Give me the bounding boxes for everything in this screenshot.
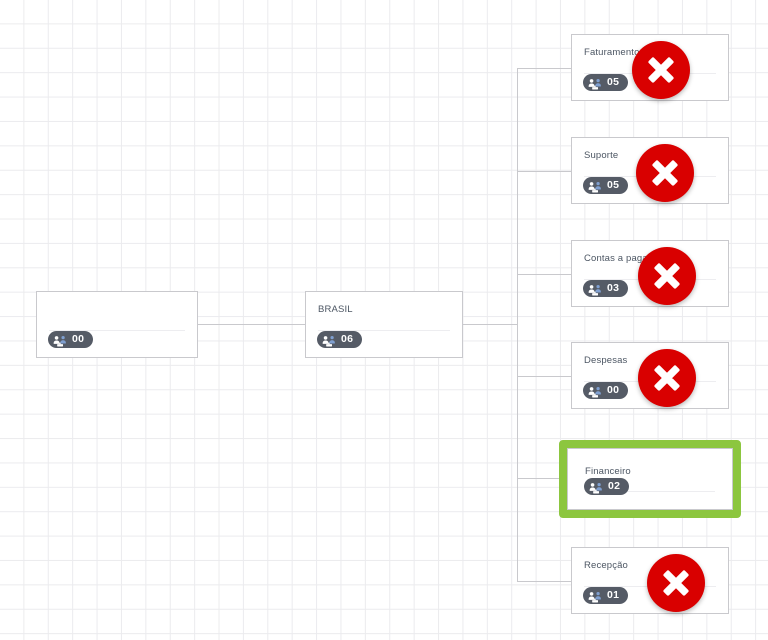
node-separator [585, 491, 715, 492]
org-node-recepcao-label: Recepção [584, 560, 628, 571]
member-count-badge[interactable]: 05 [583, 74, 629, 91]
member-count-badge[interactable]: 00 [583, 382, 629, 399]
member-count-badge[interactable]: 03 [583, 280, 629, 297]
member-count-value: 00 [607, 384, 620, 397]
member-count-badge[interactable]: 02 [584, 478, 630, 495]
member-count-value: 01 [607, 589, 620, 602]
connector-branch-suporte [517, 171, 572, 172]
org-node-brasil-label: BRASIL [318, 304, 353, 315]
org-node-root[interactable]: 00 [36, 291, 198, 358]
red-x-circle-icon [647, 358, 687, 398]
member-count-value: 05 [607, 179, 620, 192]
member-count-value: 05 [607, 76, 620, 89]
delete-node-button-faturamento[interactable] [632, 41, 690, 99]
node-separator [318, 330, 450, 331]
member-count-badge[interactable]: 01 [583, 587, 629, 604]
connector-branch-contas-a-pagar [517, 274, 572, 275]
people-icon [589, 481, 603, 493]
people-icon [588, 385, 602, 397]
member-count-value: 02 [608, 480, 621, 493]
people-icon [588, 180, 602, 192]
delete-node-button-recepcao[interactable] [647, 554, 705, 612]
people-icon [588, 77, 602, 89]
red-x-circle-icon [641, 50, 681, 90]
member-count-value: 00 [72, 333, 85, 346]
member-count-badge[interactable]: 00 [48, 331, 94, 348]
org-node-financeiro[interactable]: Financeiro 02 [559, 440, 741, 518]
people-icon [322, 334, 336, 346]
people-icon [53, 334, 67, 346]
connector-branch-financeiro [517, 478, 560, 479]
org-node-recepcao[interactable]: Recepção 01 [571, 547, 729, 614]
connector-branch-recepcao [517, 581, 572, 582]
connector-root-to-brasil [198, 324, 306, 325]
member-count-badge[interactable]: 05 [583, 177, 629, 194]
delete-node-button-despesas[interactable] [638, 349, 696, 407]
connector-branch-faturamento [517, 68, 572, 69]
red-x-circle-icon [645, 153, 685, 193]
people-icon [588, 283, 602, 295]
member-count-value: 06 [341, 333, 354, 346]
delete-node-button-suporte[interactable] [636, 144, 694, 202]
node-separator [49, 330, 185, 331]
connector-brasil-to-trunk [463, 324, 518, 325]
org-node-brasil[interactable]: BRASIL 06 [305, 291, 463, 358]
member-count-badge[interactable]: 06 [317, 331, 363, 348]
red-x-circle-icon [656, 563, 696, 603]
org-node-contas-a-pagar-label: Contas a pagar [584, 253, 652, 264]
red-x-circle-icon [647, 256, 687, 296]
org-node-despesas-label: Despesas [584, 355, 628, 366]
member-count-value: 03 [607, 282, 620, 295]
org-node-suporte-label: Suporte [584, 150, 619, 161]
connector-trunk-vertical [517, 68, 518, 581]
org-node-faturamento-label: Faturamento [584, 47, 640, 58]
delete-node-button-contas-a-pagar[interactable] [638, 247, 696, 305]
org-node-financeiro-label: Financeiro [585, 466, 631, 477]
people-icon [588, 590, 602, 602]
connector-branch-despesas [517, 376, 572, 377]
